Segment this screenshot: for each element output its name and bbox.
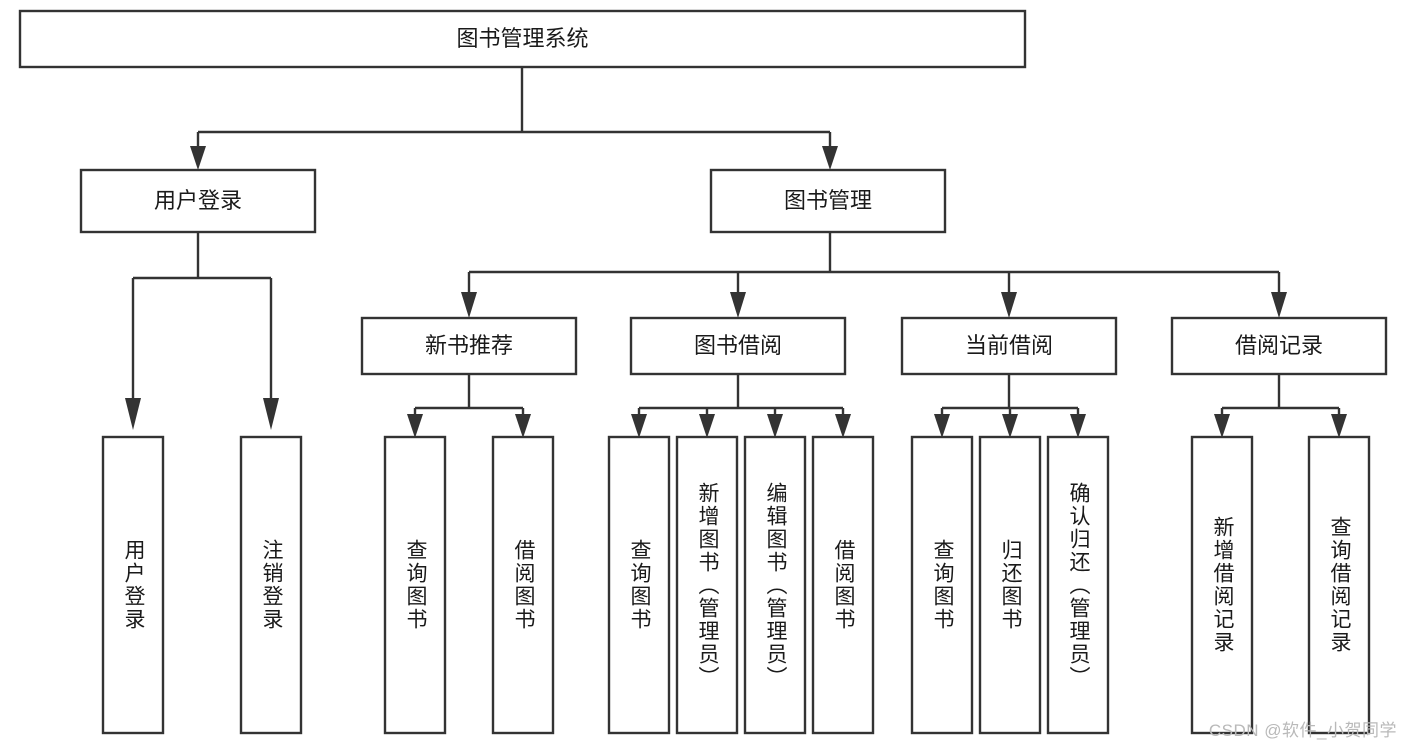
node-box-current-borrow[interactable] bbox=[900, 316, 1118, 376]
arrow-nb-leaf-2 bbox=[515, 414, 531, 438]
arrow-bb-leaf-2 bbox=[699, 414, 715, 438]
node-layer bbox=[18, 9, 1388, 735]
node-box-leaf-new-book-2[interactable] bbox=[491, 435, 555, 735]
arrow-br-leaf-2 bbox=[1331, 414, 1347, 438]
arrow-bb-leaf-3 bbox=[767, 414, 783, 438]
arrow-user-login-leaf-2 bbox=[263, 398, 279, 430]
node-box-new-book-recommend[interactable] bbox=[360, 316, 578, 376]
arrow-bb-leaf-1 bbox=[631, 414, 647, 438]
node-box-leaf-new-book-1[interactable] bbox=[383, 435, 447, 735]
node-box-leaf-user-login-2[interactable] bbox=[239, 435, 303, 735]
node-box-leaf-current-borrow-3[interactable] bbox=[1046, 435, 1110, 735]
arrow-user-login-leaf-1 bbox=[125, 398, 141, 430]
node-box-leaf-book-borrow-4[interactable] bbox=[811, 435, 875, 735]
node-box-leaf-current-borrow-2[interactable] bbox=[978, 435, 1042, 735]
arrow-root-to-user-login bbox=[190, 146, 206, 170]
node-box-leaf-book-borrow-3[interactable] bbox=[743, 435, 807, 735]
arrow-bm-to-new-book bbox=[461, 292, 477, 318]
arrow-cb-leaf-1 bbox=[934, 414, 950, 438]
arrow-bb-leaf-4 bbox=[835, 414, 851, 438]
arrow-bm-to-borrow-records bbox=[1271, 292, 1287, 318]
node-box-leaf-user-login-1[interactable] bbox=[101, 435, 165, 735]
arrow-nb-leaf-1 bbox=[407, 414, 423, 438]
node-box-root[interactable] bbox=[18, 9, 1027, 69]
node-box-leaf-book-borrow-1[interactable] bbox=[607, 435, 671, 735]
arrow-root-to-book-manage bbox=[822, 146, 838, 170]
node-box-user-login[interactable] bbox=[79, 168, 317, 234]
arrow-cb-leaf-3 bbox=[1070, 414, 1086, 438]
arrow-br-leaf-1 bbox=[1214, 414, 1230, 438]
connector-layer bbox=[125, 67, 1347, 438]
arrow-bm-to-book-borrow bbox=[730, 292, 746, 318]
node-box-leaf-borrow-records-2[interactable] bbox=[1307, 435, 1371, 735]
node-box-leaf-borrow-records-1[interactable] bbox=[1190, 435, 1254, 735]
node-box-leaf-book-borrow-2[interactable] bbox=[675, 435, 739, 735]
node-box-book-borrow[interactable] bbox=[629, 316, 847, 376]
arrow-bm-to-current-borrow bbox=[1001, 292, 1017, 318]
node-box-borrow-records[interactable] bbox=[1170, 316, 1388, 376]
node-box-book-manage[interactable] bbox=[709, 168, 947, 234]
node-box-leaf-current-borrow-1[interactable] bbox=[910, 435, 974, 735]
arrow-cb-leaf-2 bbox=[1002, 414, 1018, 438]
